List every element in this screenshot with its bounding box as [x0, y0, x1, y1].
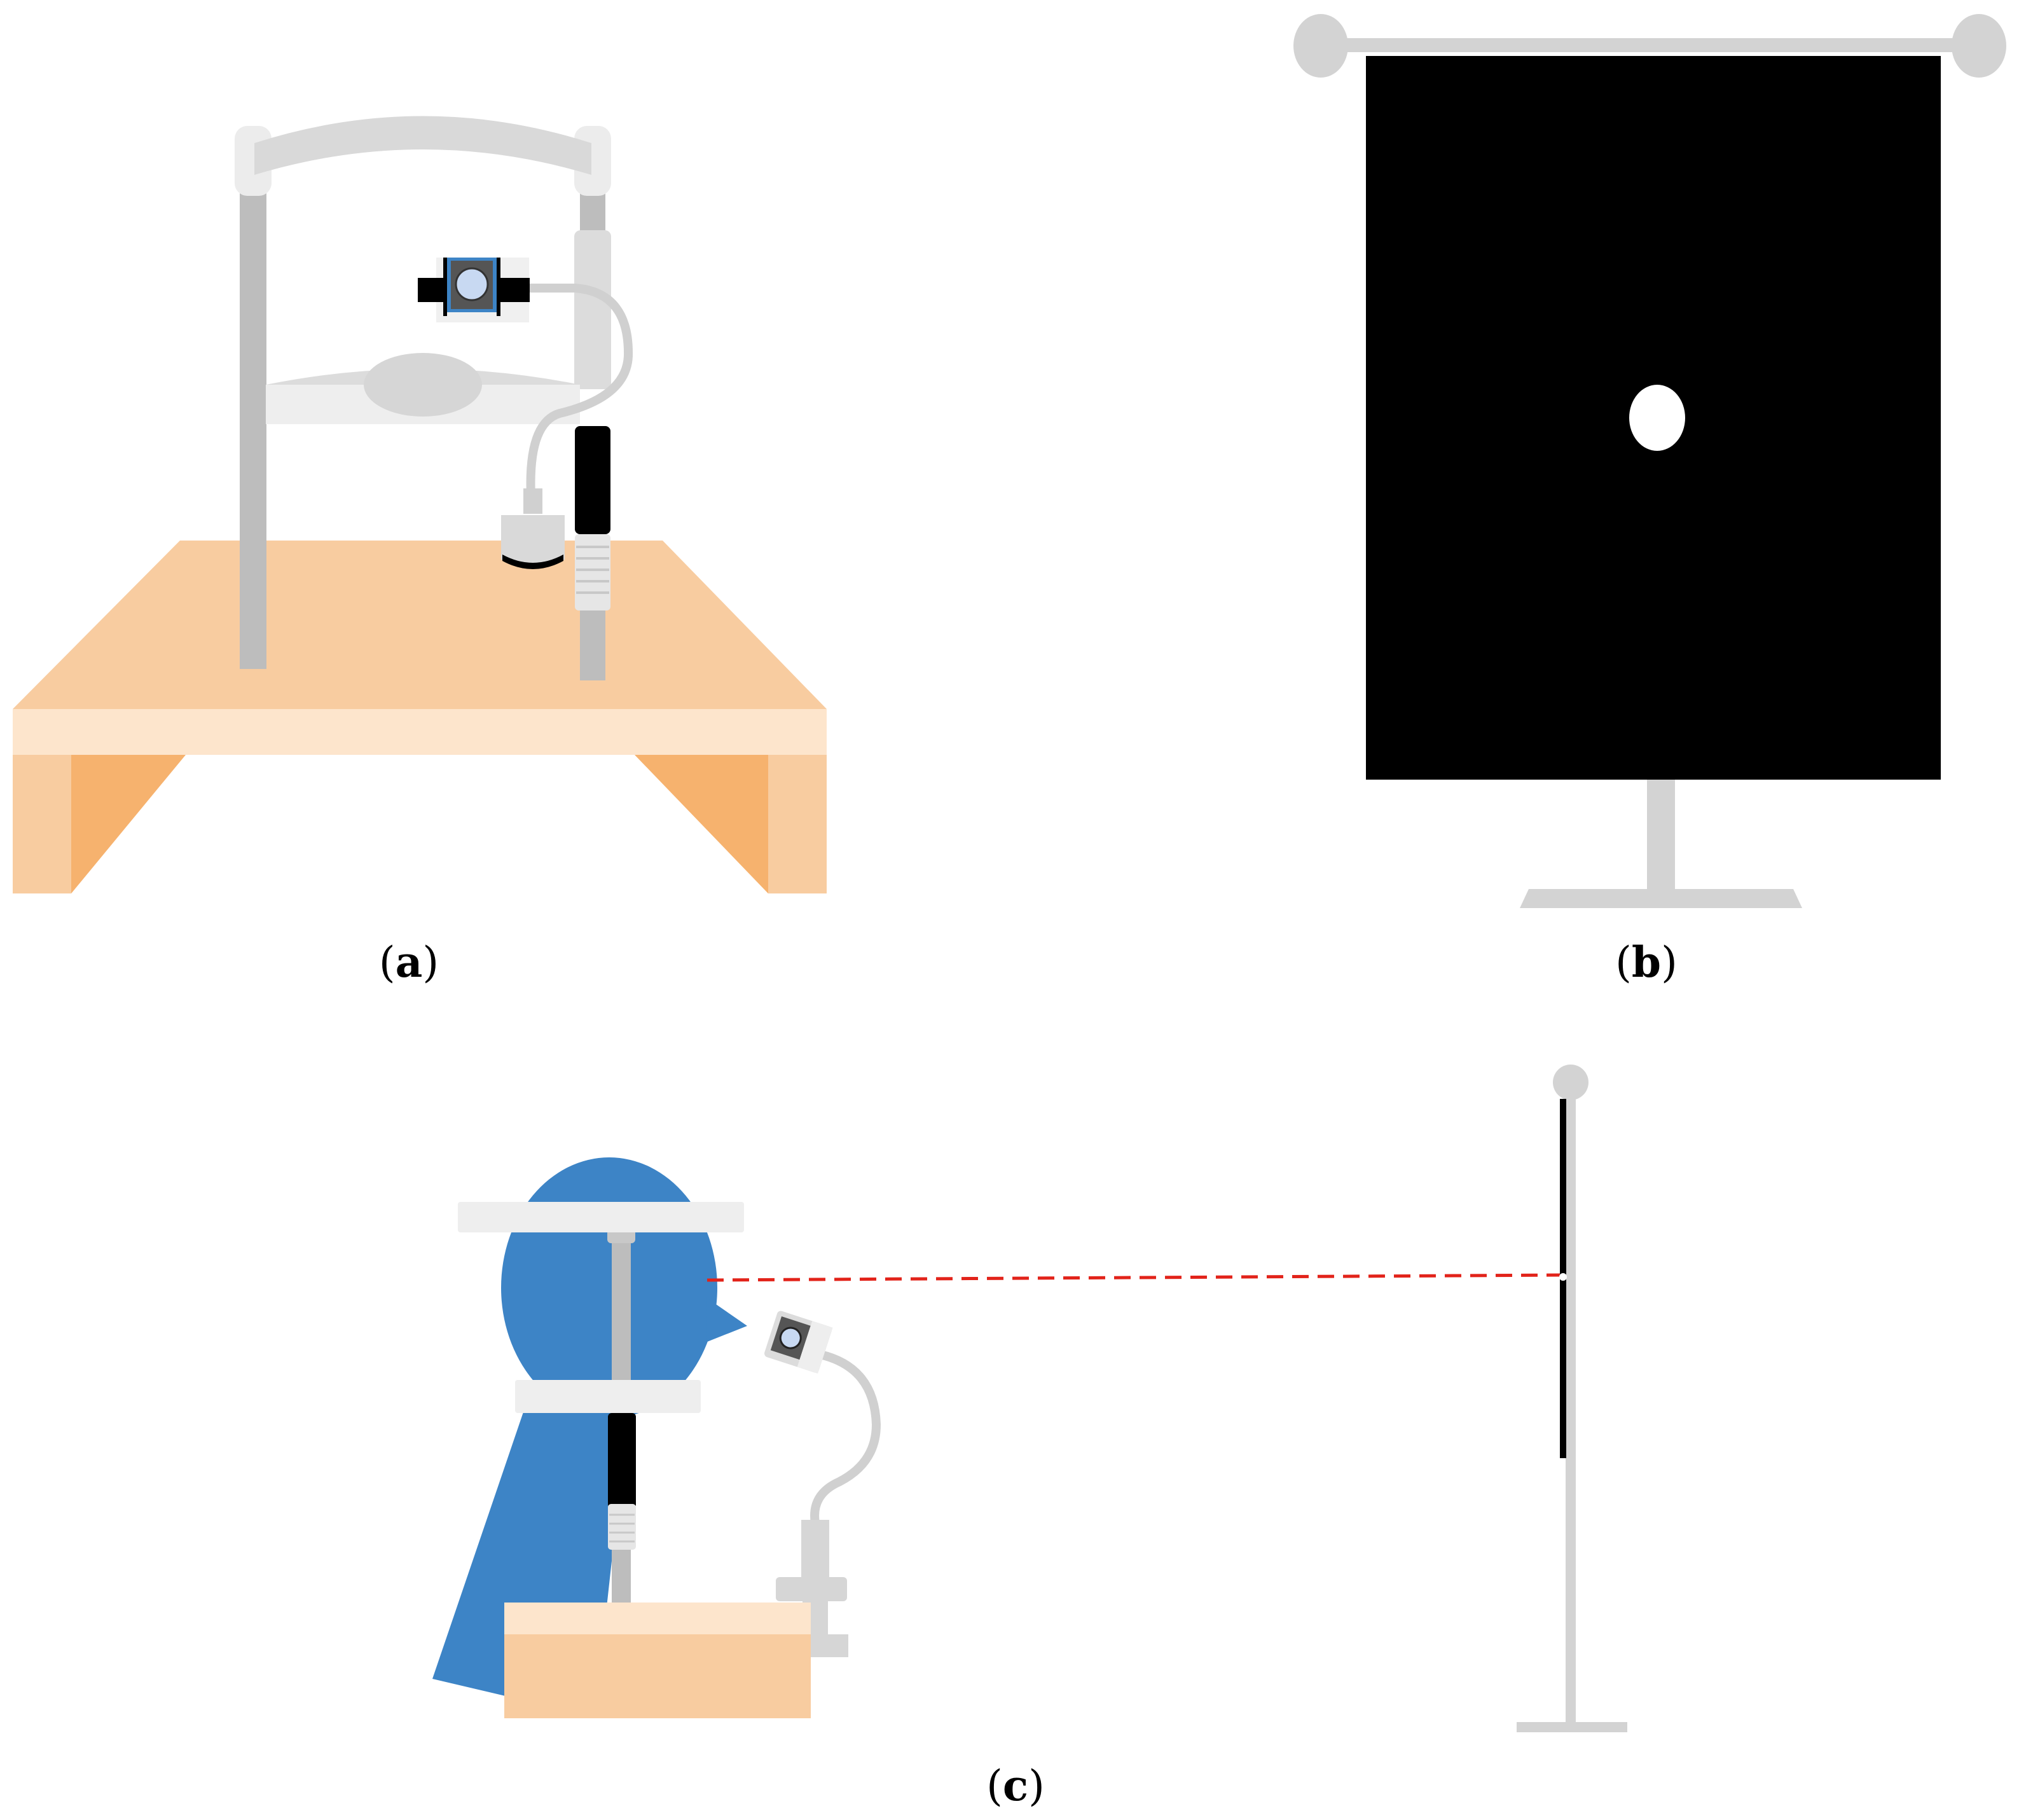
camera-cable: [523, 284, 633, 500]
line-of-sight: [706, 1273, 1566, 1282]
side-table-body: [504, 1634, 811, 1718]
left-pole: [240, 181, 266, 669]
right-pole-lower: [580, 610, 605, 680]
side-forehead-bar: [458, 1202, 744, 1232]
cable-connector: [501, 488, 565, 569]
table-front-edge: [13, 709, 827, 755]
caption-a: (a): [378, 937, 439, 987]
side-rod-cap: [607, 1229, 635, 1243]
height-adjust-black: [575, 426, 610, 534]
side-chin-bar: [515, 1380, 701, 1413]
panel-b-fixation-screen: [1293, 14, 2006, 908]
screen-top-bar-end-left: [1293, 14, 1348, 78]
height-adjust-knob: [575, 534, 610, 610]
side-stand-base: [1517, 1722, 1627, 1732]
side-rod-upper: [612, 1234, 631, 1380]
fixation-target-icon: [1629, 385, 1685, 451]
table-top: [13, 541, 827, 709]
side-camera-cable: [810, 1350, 881, 1527]
screen-top-bar: [1310, 38, 1978, 52]
caption-b: (b): [1615, 937, 1678, 987]
forehead-rest: [254, 116, 591, 175]
side-stand-pole: [1566, 1084, 1576, 1727]
table-leg-left-shadow: [71, 755, 186, 893]
right-pole-sleeve: [574, 230, 611, 389]
panel-a-chinrest-setup: [13, 116, 827, 893]
chin-rest: [266, 353, 580, 424]
eye-camera-icon: [418, 258, 530, 322]
side-height-adjust-knob: [608, 1504, 636, 1550]
table-leg-right: [768, 755, 827, 893]
side-stand-top-knob: [1553, 1065, 1588, 1100]
side-screen-target: [1559, 1273, 1567, 1281]
caption-c: (c): [986, 1761, 1045, 1810]
panel-c-side-view: [432, 1065, 1627, 1732]
side-eye-camera-icon: [764, 1311, 833, 1374]
side-camera-mount-bar: [776, 1577, 847, 1601]
screen-stand-base: [1520, 889, 1802, 908]
side-table-top-edge: [504, 1603, 811, 1634]
table: [13, 541, 827, 893]
side-rod-lower: [612, 1545, 631, 1609]
table-leg-left: [13, 755, 71, 893]
side-height-adjust-black: [608, 1413, 636, 1508]
table-leg-right-shadow: [635, 755, 768, 893]
screen-stand-pole: [1647, 780, 1675, 889]
screen-top-bar-end-right: [1952, 14, 2006, 78]
